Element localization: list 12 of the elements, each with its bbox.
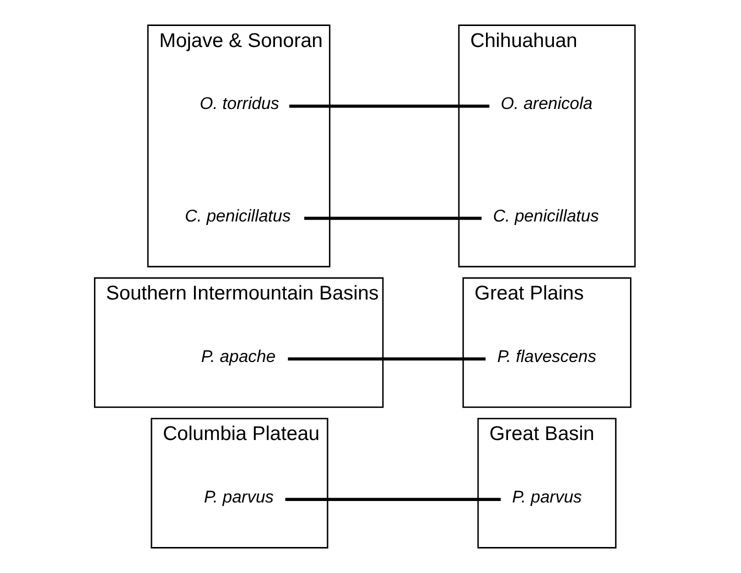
connector [285,498,501,502]
node-text: C. penicillatus [492,206,599,226]
node-text: P. apache [201,346,276,366]
connector [289,104,490,108]
node-text: O. arenicola [500,94,593,114]
node-text: P. parvus [204,487,274,506]
node-text: C. penicillatus [184,206,291,226]
node-text: O. torridus [200,94,280,114]
node-text: P. parvus [512,487,582,506]
connector [304,216,482,220]
connector [288,357,486,360]
node-text: P. flavescens [497,346,596,366]
